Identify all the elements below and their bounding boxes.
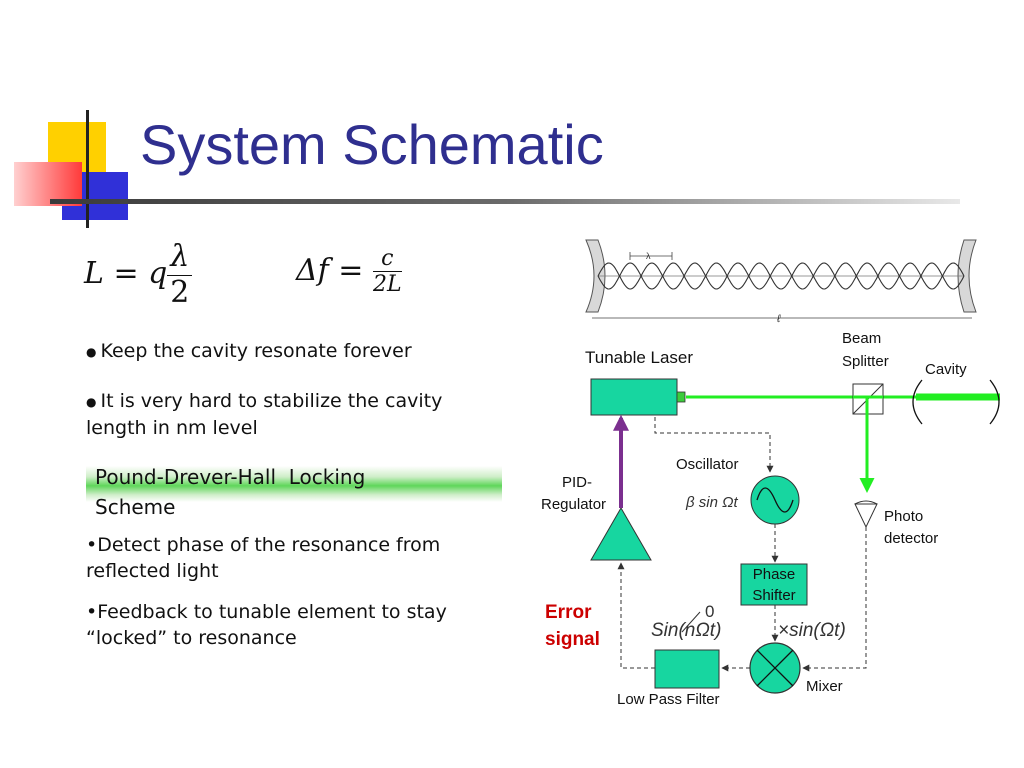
pdh-heading-line1: Pound-Drever-Hall Locking <box>95 465 366 489</box>
phase-shifter-box <box>740 563 808 606</box>
bullet-text: Keep the cavity resonate forever <box>100 340 412 362</box>
pid-label-line2: Regulator <box>541 496 606 513</box>
mixer-cross-2 <box>756 649 794 687</box>
pdh-heading: Pound-Drever-Hall Locking Scheme <box>95 462 365 522</box>
bullet-detect-phase: •Detect phase of the resonance from refl… <box>86 534 441 582</box>
standing-wave-cavity-figure: λ ℓ <box>585 239 977 325</box>
signal-lines <box>617 417 867 672</box>
low-pass-filter-box <box>654 649 720 689</box>
harmonic-expression: Sin(nΩt) <box>651 620 721 641</box>
harmonic-arrow <box>681 611 701 633</box>
equation1-num: λ <box>167 239 193 276</box>
error-signal-label-line2: signal <box>545 629 600 650</box>
equation2-den: 2L <box>373 272 402 298</box>
bullet-keep-resonate: ●Keep the cavity resonate forever <box>86 338 486 365</box>
pdh-heading-line2: Scheme <box>95 495 176 519</box>
photodetector-symbol <box>854 503 878 529</box>
equation1-lhs: L = q <box>84 256 168 291</box>
equation2-num: c <box>373 246 402 273</box>
laser-to-oscillator-line <box>654 417 774 473</box>
cavity-mirror-left <box>912 379 923 425</box>
phase-shifter-label-line1: Phase <box>753 566 796 583</box>
tunable-laser-output-port <box>676 391 686 403</box>
pid-label-line1: PID- <box>562 474 592 491</box>
bullet-dot: ● <box>86 394 97 409</box>
photodetector-label-line2: detector <box>884 530 938 547</box>
photodetector-arc <box>854 500 878 505</box>
cavity-right-mirror <box>957 239 977 313</box>
oscillator-expression: β sin Ωt <box>685 494 738 511</box>
title-underline <box>50 199 960 204</box>
equation2-lhs: Δf = <box>296 252 364 288</box>
bullet-dot: ● <box>86 344 97 359</box>
pid-regulator-amplifier <box>590 506 652 561</box>
tunable-laser-box <box>590 378 678 416</box>
pdh-heading-bar <box>86 466 502 502</box>
standing-wave-lower <box>597 262 965 290</box>
filter-to-pid-line <box>617 562 655 669</box>
sine-wave-icon <box>756 487 794 513</box>
phase-shifter-label-line2: Shifter <box>752 587 795 604</box>
cavity-mirror-right <box>989 379 1000 425</box>
bullet-feedback: •Feedback to tunable element to stay “lo… <box>86 601 447 649</box>
photodetector-to-mixer-line <box>802 527 867 672</box>
standing-wave-upper <box>597 262 965 290</box>
tunable-laser-label: Tunable Laser <box>585 348 693 367</box>
beam-splitter-label-line1: Beam <box>842 330 881 347</box>
slide-title: System Schematic <box>140 113 604 176</box>
beam-splitter-label-line2: Splitter <box>842 353 889 370</box>
low-pass-filter-label: Low Pass Filter <box>617 691 720 708</box>
cavity-label: Cavity <box>925 361 967 378</box>
equation1-den: 2 <box>170 274 190 310</box>
wavelength-label: λ <box>646 251 651 261</box>
bullet-text: It is very hard to stabilize the cavity … <box>86 390 443 439</box>
cavity-left-mirror <box>585 239 606 313</box>
bullet-hard-stabilize: ●It is very hard to stabilize the cavity… <box>86 388 486 441</box>
error-signal-label-line1: Error <box>545 602 592 623</box>
oscillator-label: Oscillator <box>676 456 739 473</box>
cavity-length-label: ℓ <box>776 313 781 325</box>
deco-red-square <box>14 162 82 206</box>
times-sin-expression: ×sin(Ωt) <box>778 620 846 641</box>
mixer-label: Mixer <box>806 678 843 695</box>
deco-vertical-line <box>86 110 89 228</box>
harmonic-zero: 0 <box>705 602 714 621</box>
photodetector-label-line1: Photo <box>884 508 923 525</box>
